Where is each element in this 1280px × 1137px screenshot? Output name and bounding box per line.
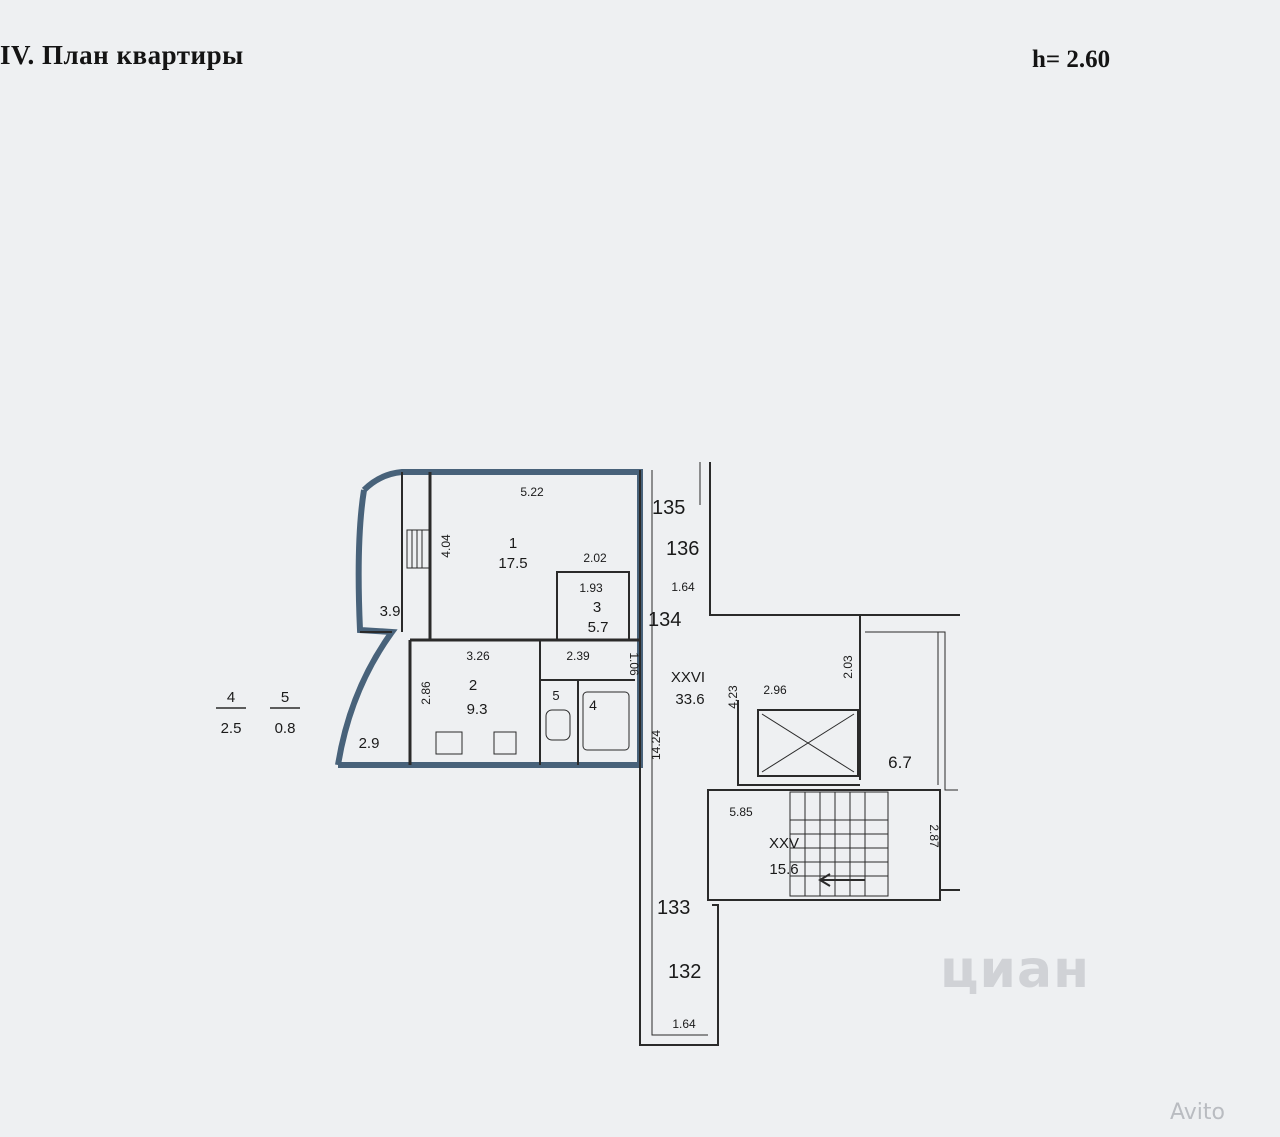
room-2-area: 9.3 <box>467 701 488 718</box>
cian-watermark: циан <box>940 940 1090 1000</box>
dim-2-03: 2.03 <box>841 655 855 679</box>
dim-2-02: 2.02 <box>583 551 607 565</box>
room-1-number: 1 <box>509 535 517 552</box>
room-3-number: 3 <box>593 599 601 616</box>
dim-4-23: 4.23 <box>726 685 740 709</box>
avito-watermark: Avito <box>1170 1100 1225 1125</box>
wc-label-5: 5 <box>552 688 559 703</box>
dim-1-93: 1.93 <box>579 581 603 595</box>
dim-14-24: 14.24 <box>649 730 663 760</box>
walls <box>335 462 960 1046</box>
room-5-number: 5 <box>281 689 289 706</box>
dim-2-86: 2.86 <box>419 681 433 705</box>
apartment-136: 136 <box>666 538 699 560</box>
room-5-area: 0.8 <box>275 720 296 737</box>
plan-heading: IV. План квартиры <box>0 40 244 70</box>
dim-5-85: 5.85 <box>729 805 753 819</box>
stair-area: 15.6 <box>769 861 798 878</box>
dim-2-87: 2.87 <box>927 824 941 848</box>
stair-number: XXV <box>769 835 799 852</box>
apartment-134: 134 <box>648 609 681 631</box>
ceiling-height-label: h= 2.60 <box>1032 46 1111 73</box>
dim-1-06: 1.06 <box>627 652 641 676</box>
room-labels: 1 17.5 2 9.3 3 5.7 4 2.5 5 0.8 XXVI 33.6… <box>221 535 912 878</box>
side-room-area: 6.7 <box>888 753 912 772</box>
apartment-132: 132 <box>668 961 701 983</box>
dim-5-22: 5.22 <box>520 485 544 499</box>
dim-3-9: 3.9 <box>380 603 401 620</box>
dim-4-04: 4.04 <box>439 534 453 558</box>
bath-label-4: 4 <box>589 697 597 713</box>
hall-area: 33.6 <box>675 691 704 708</box>
apartment-numbers: 135 136 134 133 132 <box>648 497 701 983</box>
dimension-labels: 5.22 4.04 2.02 1.93 1.64 3.9 3.26 2.39 1… <box>359 485 941 1031</box>
room-2-number: 2 <box>469 677 477 694</box>
dim-2-9: 2.9 <box>359 735 380 752</box>
room-3-area: 5.7 <box>588 619 609 636</box>
dim-1-64-bottom: 1.64 <box>672 1017 696 1031</box>
dim-3-26: 3.26 <box>466 649 490 663</box>
dim-1-64-top: 1.64 <box>671 580 695 594</box>
dim-2-39: 2.39 <box>566 649 590 663</box>
apartment-133: 133 <box>657 897 690 919</box>
dim-2-96: 2.96 <box>763 683 787 697</box>
apartment-135: 135 <box>652 497 685 519</box>
hall-number: XXVI <box>671 669 705 686</box>
room-1-area: 17.5 <box>498 555 527 572</box>
room-4-number: 4 <box>227 689 235 706</box>
room-4-area: 2.5 <box>221 720 242 737</box>
